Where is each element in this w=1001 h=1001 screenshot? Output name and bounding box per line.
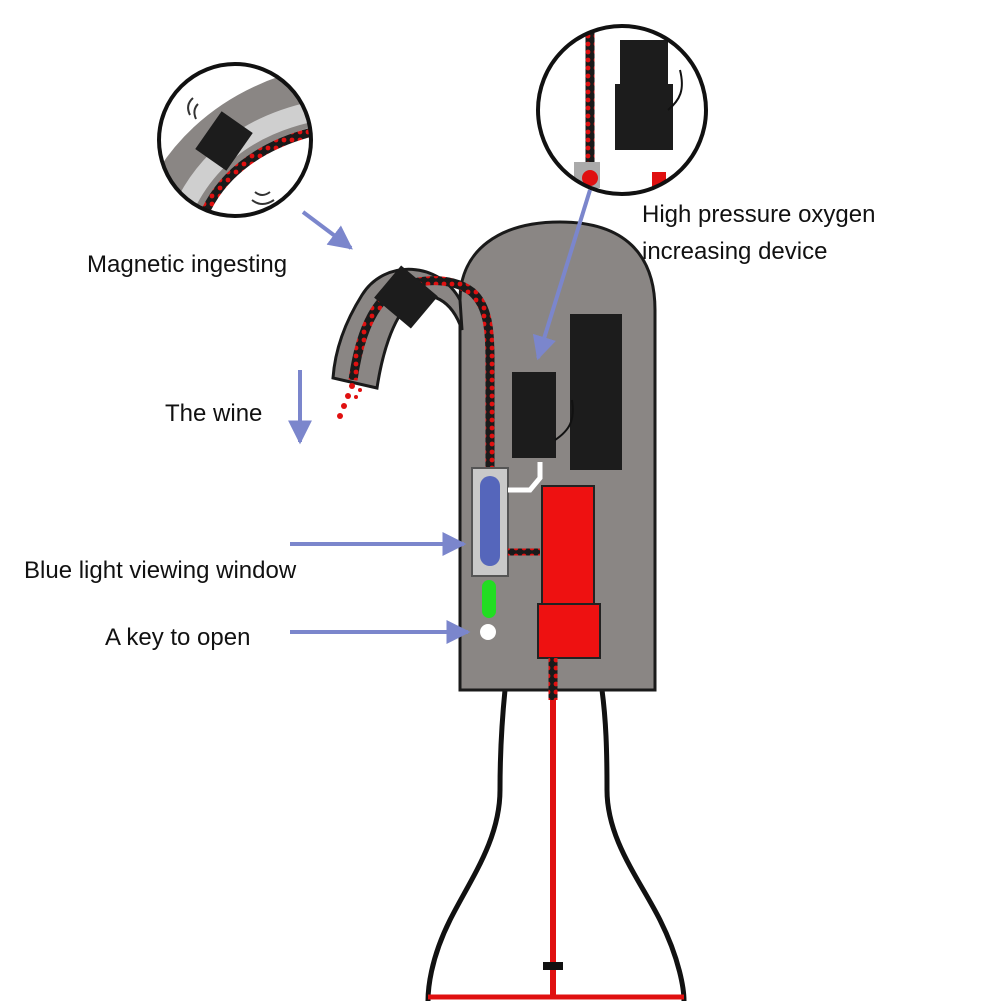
pointer-arrows: [288, 189, 592, 644]
label-the-wine: The wine: [165, 400, 263, 427]
label-oxygen-line2: increasing device: [642, 238, 828, 265]
wine-drops: [337, 383, 362, 419]
zoom-magnetic: [157, 62, 313, 218]
zoom-oxygen: [536, 24, 708, 196]
label-blue-light-window: Blue light viewing window: [24, 557, 297, 584]
magnetic-clamp: [374, 265, 438, 329]
blue-light-window: [471, 462, 543, 577]
label-magnetic-ingesting: Magnetic ingesting: [87, 251, 288, 278]
suction-tube: [543, 658, 563, 997]
wine-tube: [348, 276, 495, 470]
arrow-oxygen: [532, 189, 592, 361]
label-oxygen-device: High pressure oxygen increasing device: [642, 196, 875, 270]
arrow-magnetic: [301, 210, 353, 250]
label-key-to-open: A key to open: [105, 624, 251, 651]
label-oxygen-line1: High pressure oxygen: [642, 201, 876, 228]
green-indicator: [482, 580, 496, 618]
oxygen-pump-unit: [512, 314, 622, 470]
open-key-button[interactable]: [480, 624, 496, 640]
red-pump: [537, 485, 601, 659]
